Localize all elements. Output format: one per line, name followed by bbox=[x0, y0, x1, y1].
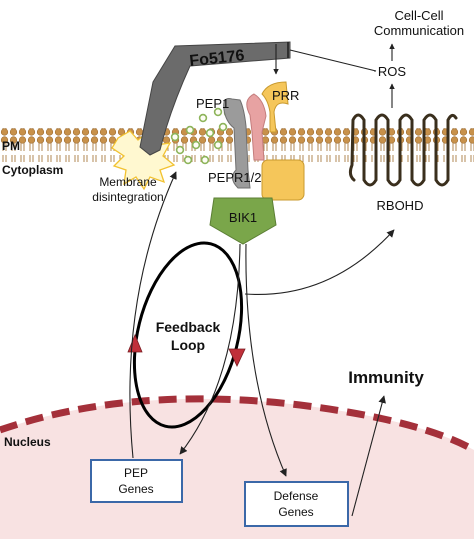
prr-yellow-domain bbox=[261, 81, 289, 133]
pep1-label: PEP1 bbox=[196, 96, 229, 111]
bik1-label: BIK1 bbox=[229, 210, 257, 225]
ros-label: ROS bbox=[378, 64, 407, 79]
feedback-loop-arrowhead-right bbox=[228, 348, 246, 367]
defense-genes-label-line1: Defense bbox=[274, 489, 319, 503]
membrane-label: Membrane bbox=[99, 175, 157, 189]
feedback-loop bbox=[132, 241, 244, 429]
pepr-label: PEPR1/2 bbox=[208, 170, 261, 185]
communication-label: Communication bbox=[374, 23, 464, 38]
pathogen-label: Fo5176 bbox=[189, 47, 246, 70]
cell-cell-label: Cell-Cell bbox=[394, 8, 443, 23]
arrow-bik1-to-defense-genes bbox=[245, 243, 287, 477]
immunity-label: Immunity bbox=[348, 368, 424, 387]
arrow-defense-genes-to-immunity bbox=[351, 395, 386, 517]
rbohd-label: RBOHD bbox=[377, 198, 424, 213]
prr-pink-domain bbox=[246, 93, 267, 161]
pm-label: PM bbox=[2, 139, 20, 153]
disintegration-label: disintegration bbox=[92, 190, 163, 204]
rbohd-coil bbox=[348, 113, 458, 187]
cytoplasm-label: Cytoplasm bbox=[2, 163, 63, 177]
arrow-bik1-to-rbohd bbox=[244, 229, 395, 296]
bik1-kinase bbox=[209, 197, 277, 245]
pep-genes-label-line2: Genes bbox=[118, 482, 153, 496]
pepr-receptor bbox=[223, 98, 251, 189]
prr-kinase-domain bbox=[261, 159, 305, 201]
defense-genes-box bbox=[244, 481, 349, 527]
prr-label: PRR bbox=[272, 88, 299, 103]
feedback-label: Feedback bbox=[156, 319, 221, 335]
arrow-pep-genes-to-disintegration bbox=[129, 171, 177, 459]
pep1-peptides bbox=[170, 107, 233, 165]
loop-label: Loop bbox=[171, 337, 205, 353]
nucleus bbox=[0, 398, 474, 539]
pep-genes-label-line1: PEP bbox=[124, 466, 148, 480]
inhibition-ros-to-pathogen bbox=[289, 49, 377, 72]
feedback-loop-arrowhead-left bbox=[127, 333, 143, 353]
arrow-bik1-to-pep-genes bbox=[179, 243, 241, 455]
defense-genes-label-line2: Genes bbox=[278, 505, 313, 519]
pep-genes-box bbox=[90, 459, 183, 503]
nucleus-label: Nucleus bbox=[4, 435, 51, 449]
pathogen-fo5176 bbox=[139, 41, 291, 156]
nuclear-envelope bbox=[0, 395, 474, 454]
